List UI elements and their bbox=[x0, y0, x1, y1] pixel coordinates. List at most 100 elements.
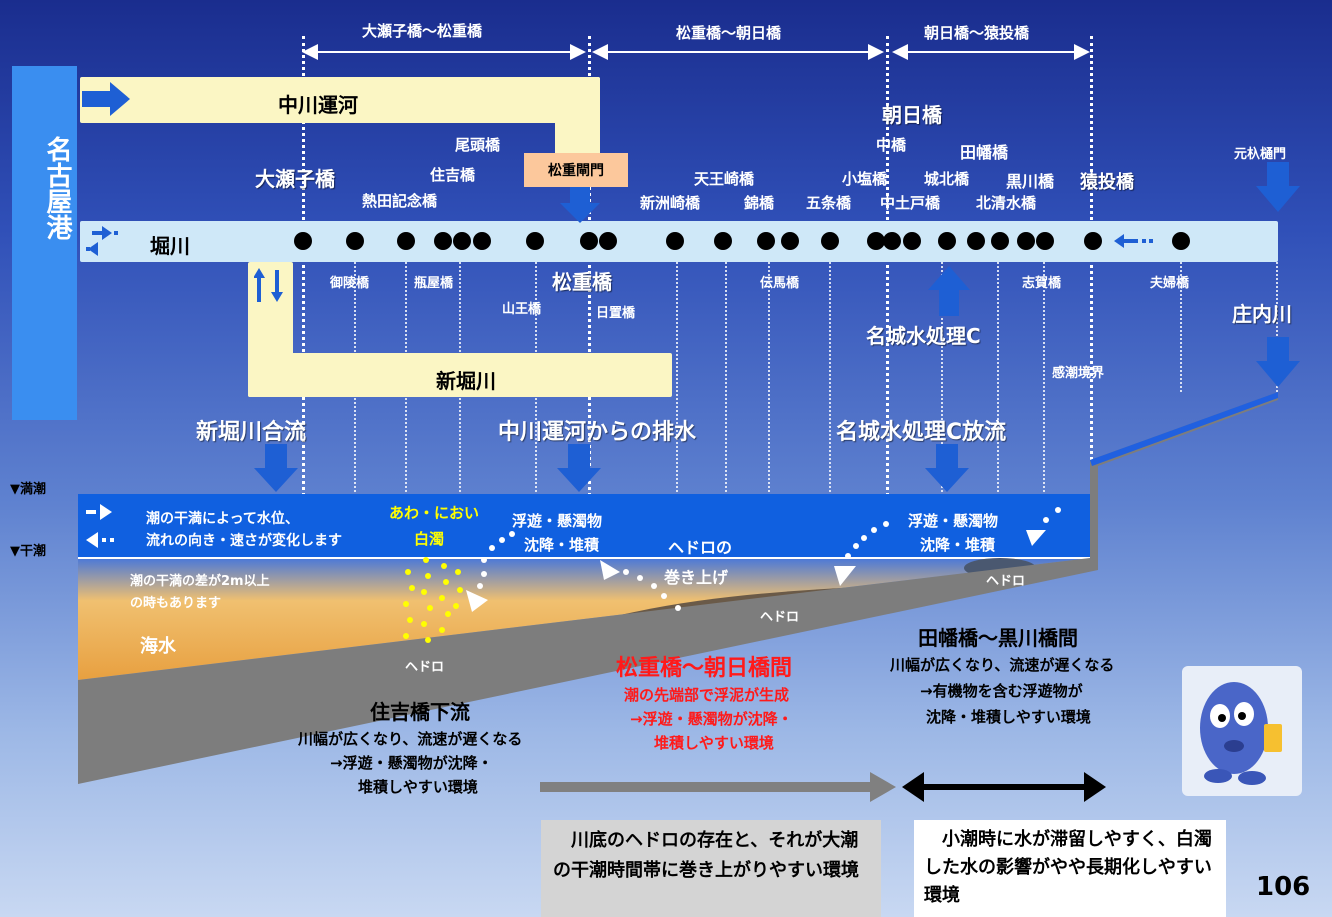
turbid-label: 白濁 bbox=[414, 530, 445, 548]
bridge-oseko: 大瀬子橋 bbox=[255, 167, 335, 191]
down-arrow-icon bbox=[560, 187, 600, 223]
seawater-label: 海水 bbox=[140, 636, 176, 657]
bridge-shinsuzaki: 新洲崎橋 bbox=[640, 194, 701, 212]
upstream-note-3: 沈降・堆積しやすい環境 bbox=[926, 708, 1091, 726]
upstream-note-2: →有機物を含む浮遊物が bbox=[920, 682, 1083, 700]
shinhorikawa-label: 新堀川 bbox=[436, 369, 496, 393]
bidirectional-flow-icon bbox=[254, 268, 283, 302]
settle-label-1: 沈降・堆積 bbox=[524, 536, 600, 554]
meijo-plant-label: 名城水処理C bbox=[866, 324, 981, 348]
bridge-sanage: 猿投橋 bbox=[1080, 172, 1134, 193]
inflow-meijo: 名城水処理C放流 bbox=[836, 420, 1007, 445]
up-arrow-icon bbox=[928, 266, 970, 316]
nakagawa-canal-band bbox=[80, 77, 600, 123]
bridge-denma: 伝馬橋 bbox=[760, 276, 800, 291]
bridge-shiga: 志賀橋 bbox=[1022, 276, 1062, 291]
sumiyoshi-note-3: 堆積しやすい環境 bbox=[358, 778, 478, 796]
float-label-1: 浮遊・懸濁物 bbox=[512, 512, 603, 530]
high-tide-mark: ▼満潮 bbox=[10, 482, 46, 497]
port-block: 名古屋港 bbox=[12, 66, 77, 420]
inflow-nakagawa: 中川運河からの排水 bbox=[498, 420, 697, 445]
divider-line bbox=[886, 36, 889, 496]
sumiyoshi-note-1: 川幅が広くなり、流速が遅くなる bbox=[298, 730, 523, 748]
tide-diff-1: 潮の干満の差が2m以上 bbox=[130, 574, 270, 589]
sumiyoshi-note-2: →浮遊・懸濁物が沈降・ bbox=[330, 754, 493, 772]
inflow-shinhorikawa: 新堀川合流 bbox=[196, 420, 307, 445]
bridge-kurokawa: 黒川橋 bbox=[1006, 172, 1055, 191]
mid-note-1: 潮の先端部で浮泥が生成 bbox=[624, 686, 790, 704]
settle-label-2: 沈降・堆積 bbox=[920, 536, 996, 554]
down-arrow-icon bbox=[1256, 337, 1300, 387]
bridge-hioki: 日置橋 bbox=[596, 306, 636, 321]
mid-note-3: 堆積しやすい環境 bbox=[654, 734, 774, 752]
hedoro-label-2: ヘドロ bbox=[760, 610, 800, 625]
bridge-koshiose: 小塩橋 bbox=[842, 170, 888, 188]
bridge-nakadoto: 中土戸橋 bbox=[880, 194, 941, 212]
bridge-sumiyoshi: 住吉橋 bbox=[430, 166, 476, 184]
hedoro-label-3: ヘドロ bbox=[986, 574, 1026, 589]
down-arrow-icon bbox=[1256, 162, 1300, 212]
flow-left-icon bbox=[1114, 234, 1153, 248]
tide-note-2: 流れの向き・速さが変化します bbox=[146, 533, 342, 549]
bridge-goryo: 御陵橋 bbox=[330, 276, 370, 291]
upstream-note-title: 田幡橋～黒川橋間 bbox=[918, 626, 1078, 650]
upstream-note-1: 川幅が広くなり、流速が遅くなる bbox=[890, 656, 1115, 674]
divider-line bbox=[1090, 36, 1093, 496]
shonai-river-label: 庄内川 bbox=[1232, 302, 1292, 326]
white-summary-box: 小潮時に水が滞留しやすく、白濁した水の影響がやや長期化しやすい環境 bbox=[914, 820, 1226, 917]
divider-line bbox=[829, 262, 831, 492]
tide-diff-2: の時もあります bbox=[130, 596, 222, 611]
divider-line bbox=[302, 36, 305, 496]
bridge-kitashimizu: 北清水橋 bbox=[976, 194, 1037, 212]
mid-note-2: →浮遊・懸濁物が沈降・ bbox=[630, 710, 793, 728]
divider-line bbox=[1043, 262, 1045, 492]
bubble-smell-label: あわ・におい bbox=[389, 504, 480, 522]
nakagawa-canal-label: 中川運河 bbox=[278, 93, 358, 117]
float-label-2: 浮遊・懸濁物 bbox=[908, 512, 999, 530]
matsushige-gate: 松重閘門 bbox=[524, 153, 628, 187]
tide-note-1: 潮の干満によって水位、 bbox=[146, 511, 299, 527]
bidirectional-flow-icon bbox=[86, 226, 118, 256]
bridge-atsuta: 熱田記念橋 bbox=[362, 192, 438, 210]
page-number: 106 bbox=[1256, 872, 1311, 902]
hedoro-of-label: ヘドロの bbox=[668, 538, 733, 557]
bridge-nishiki: 錦橋 bbox=[744, 194, 775, 212]
range-arrows bbox=[540, 772, 1106, 802]
sumiyoshi-note-title: 住吉橋下流 bbox=[370, 700, 470, 724]
divider-line bbox=[941, 262, 943, 492]
down-arrow-icon bbox=[925, 444, 969, 492]
tide-flow-icon bbox=[86, 504, 114, 548]
low-tide-mark: ▼干潮 bbox=[10, 544, 46, 559]
divider-line bbox=[768, 262, 770, 492]
mascot-image bbox=[1182, 666, 1302, 796]
bridge-naka: 中橋 bbox=[876, 136, 907, 154]
bridge-asahi: 朝日橋 bbox=[882, 103, 942, 127]
divider-line bbox=[725, 262, 727, 492]
divider-line bbox=[1276, 262, 1278, 392]
bridge-heiya: 瓶屋橋 bbox=[414, 276, 454, 291]
bridge-gojo: 五条橋 bbox=[806, 194, 852, 212]
section-label-1: 大瀬子橋～松重橋 bbox=[362, 22, 483, 40]
horikawa-label: 堀川 bbox=[150, 234, 190, 258]
flow-right-icon bbox=[82, 82, 130, 116]
section-label-2: 松重橋～朝日橋 bbox=[676, 24, 782, 42]
divider-line bbox=[1180, 262, 1182, 392]
port-label: 名古屋港 bbox=[42, 136, 72, 240]
hedoro-label-1: ヘドロ bbox=[405, 660, 445, 675]
gray-summary-box: 川底のヘドロの存在と、それが大潮の干潮時間帯に巻き上がりやすい環境 bbox=[541, 820, 881, 917]
tidal-boundary-label: 感潮境界 bbox=[1052, 366, 1105, 381]
down-arrow-icon bbox=[557, 444, 601, 492]
bridge-matsushige: 松重橋 bbox=[552, 270, 612, 294]
gate-motokomahi: 元杁樋門 bbox=[1234, 147, 1287, 162]
section-label-3: 朝日橋～猿投橋 bbox=[924, 24, 1030, 42]
bridge-bitou: 尾頭橋 bbox=[455, 136, 501, 154]
mid-note-title: 松重橋～朝日橋間 bbox=[616, 656, 793, 681]
bridge-fufu: 夫婦橋 bbox=[1150, 276, 1190, 291]
shinhorikawa-canal-band bbox=[248, 353, 672, 397]
bridge-tennozaki: 天王崎橋 bbox=[694, 170, 755, 188]
bridge-tabata: 田幡橋 bbox=[960, 143, 1009, 162]
divider-line bbox=[997, 262, 999, 492]
